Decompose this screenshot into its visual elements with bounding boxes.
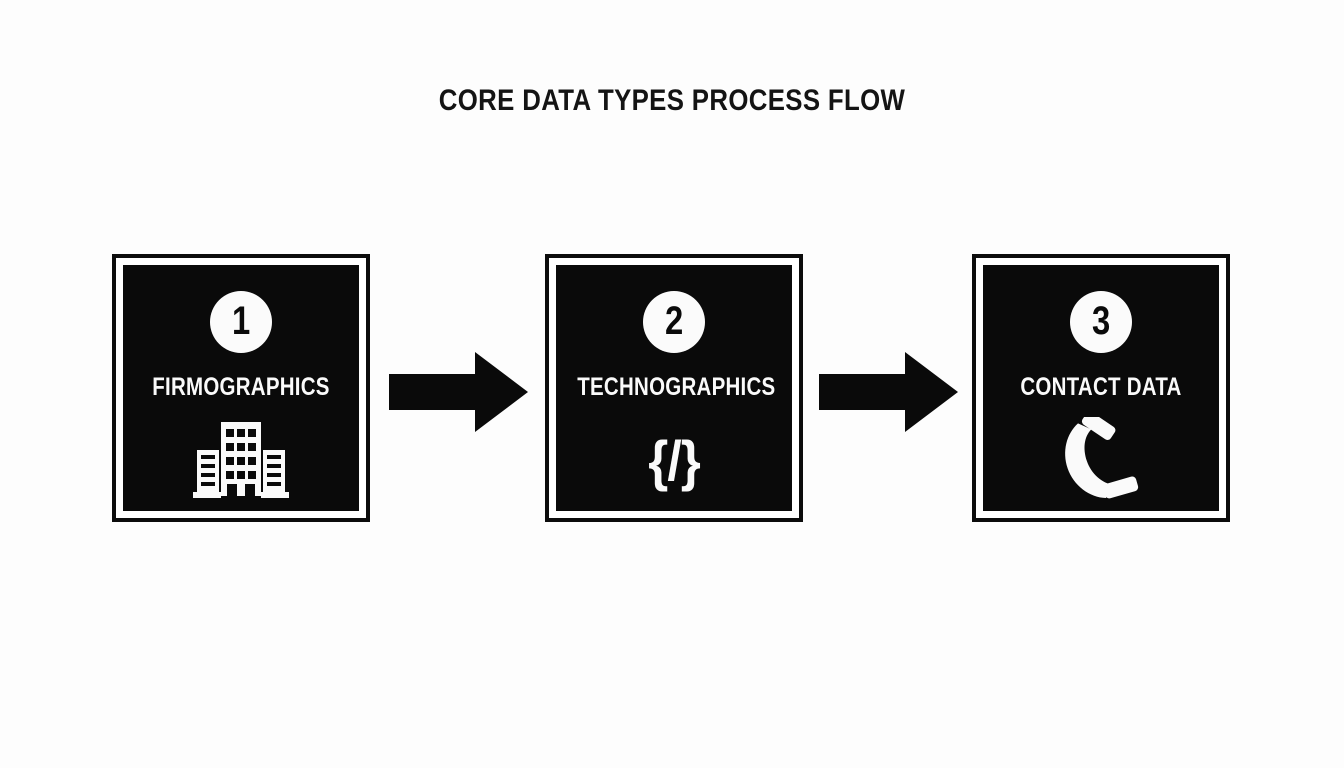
- step-box-2[interactable]: 2 TECHNOGRAPHICS {/}: [545, 254, 803, 522]
- step-1-number: 1: [231, 299, 251, 343]
- step-3-label: CONTACT DATA: [1020, 373, 1182, 401]
- step-1-icon-wrap: [123, 413, 359, 509]
- step-3-number: 3: [1091, 299, 1111, 343]
- office-building-icon: [193, 422, 289, 498]
- step-2-number: 2: [664, 299, 684, 343]
- step-3-icon-wrap: [983, 413, 1219, 509]
- step-3-number-badge: 3: [1070, 291, 1132, 353]
- step-box-1[interactable]: 1 FIRMOGRAPHICS: [112, 254, 370, 522]
- step-box-3[interactable]: 3 CONTACT DATA: [972, 254, 1230, 522]
- step-1-label: FIRMOGRAPHICS: [152, 373, 330, 401]
- phone-handset-icon: [1065, 417, 1139, 499]
- code-brackets-icon: {/}: [648, 429, 701, 492]
- step-2-number-badge: 2: [643, 291, 705, 353]
- arrow-right-icon-2: [819, 352, 958, 432]
- step-box-1-inner: 1 FIRMOGRAPHICS: [123, 265, 359, 511]
- step-2-icon-wrap: {/}: [556, 413, 792, 509]
- step-2-label: TECHNOGRAPHICS: [577, 373, 776, 401]
- step-1-number-badge: 1: [210, 291, 272, 353]
- step-box-2-inner: 2 TECHNOGRAPHICS {/}: [556, 265, 792, 511]
- step-box-3-inner: 3 CONTACT DATA: [983, 265, 1219, 511]
- arrow-right-icon-1: [389, 352, 528, 432]
- page-title: CORE DATA TYPES PROCESS FLOW: [438, 84, 906, 117]
